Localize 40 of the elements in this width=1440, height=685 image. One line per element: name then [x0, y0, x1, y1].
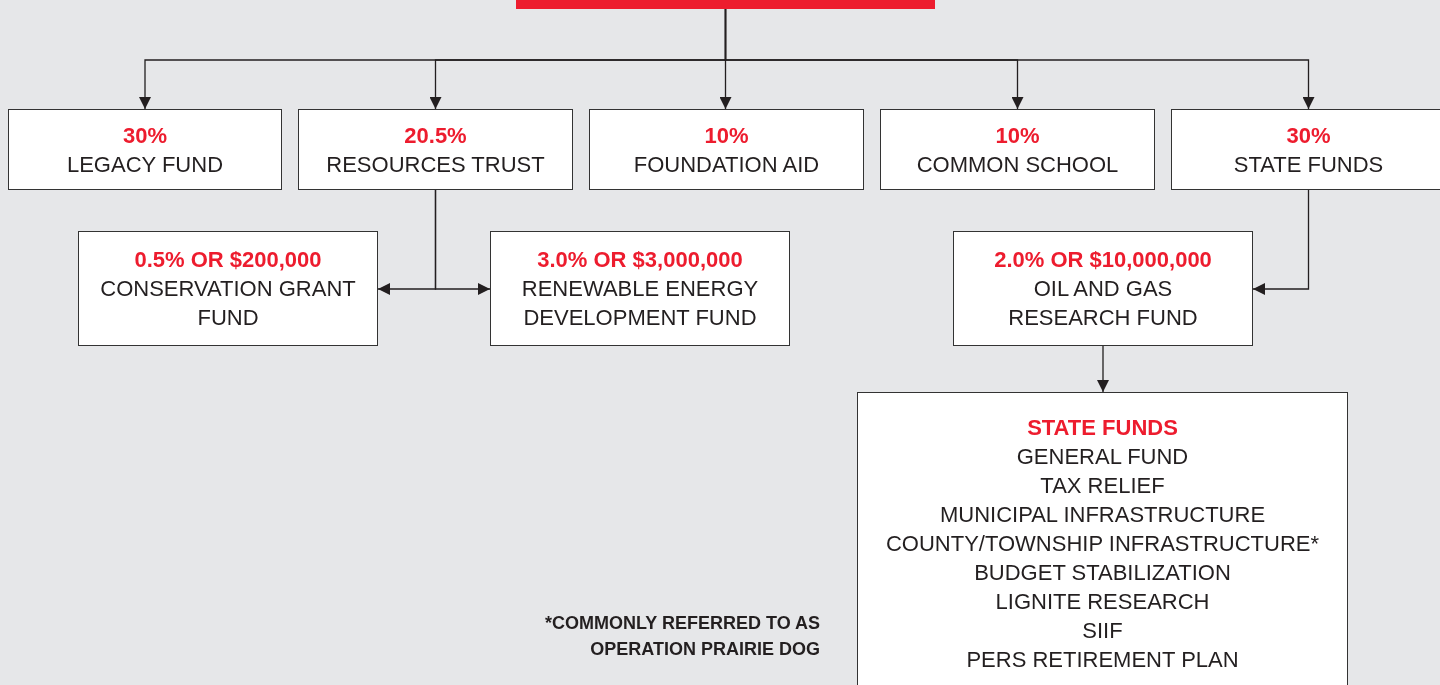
fund-name: TAX RELIEF — [1039, 472, 1166, 500]
fund-share: 0.5% OR $200,000 — [133, 246, 323, 274]
connector-arrow — [434, 189, 491, 295]
fund-share: 30% — [1285, 121, 1332, 150]
fund-name: FOUNDATION AID — [632, 150, 821, 179]
fund-box — [589, 109, 864, 190]
fund-share: 30% — [121, 121, 168, 150]
fund-name: LIGNITE RESEARCH — [994, 588, 1211, 616]
fund-share: 10% — [703, 121, 750, 150]
fund-share: 3.0% OR $3,000,000 — [536, 246, 744, 274]
footnote: *COMMONLY REFERRED TO AS OPERATION PRAIRIE DOG — [543, 612, 820, 661]
fund-box — [953, 231, 1253, 346]
fund-share: 2.0% OR $10,000,000 — [993, 246, 1213, 274]
fund-box — [490, 231, 790, 346]
fund-share: STATE FUNDS — [1026, 414, 1179, 442]
fund-name: SIIF — [1081, 617, 1124, 645]
fund-share: 10% — [994, 121, 1041, 150]
fund-name: GENERAL FUND — [1015, 443, 1190, 471]
connector-arrow — [724, 8, 1315, 110]
fund-name: COMMON SCHOOL — [915, 150, 1120, 179]
connector-arrow — [1097, 345, 1109, 393]
fund-box — [78, 231, 378, 346]
connector-arrow — [1252, 189, 1310, 295]
fund-name: RENEWABLE ENERGY DEVELOPMENT FUND — [520, 275, 760, 332]
fund-name: CONSERVATION GRANT FUND — [99, 275, 357, 332]
fund-name: OIL AND GAS RESEARCH FUND — [1007, 275, 1199, 332]
fund-name: STATE FUNDS — [1232, 150, 1385, 179]
fund-box — [880, 109, 1155, 190]
fund-name: BUDGET STABILIZATION — [973, 559, 1232, 587]
fund-name: MUNICIPAL INFRASTRUCTURE — [938, 501, 1267, 529]
fund-share: 20.5% — [403, 121, 468, 150]
header-bar — [516, 0, 935, 9]
fund-box — [8, 109, 282, 190]
fund-name: LEGACY FUND — [65, 150, 225, 179]
fund-name: COUNTY/TOWNSHIP INFRASTRUCTURE* — [884, 530, 1321, 558]
fund-name: PERS RETIREMENT PLAN — [965, 646, 1240, 674]
fund-box — [298, 109, 573, 190]
fund-box — [857, 392, 1348, 685]
fund-name: RESOURCES TRUST — [325, 150, 546, 179]
fund-box — [1171, 109, 1440, 190]
